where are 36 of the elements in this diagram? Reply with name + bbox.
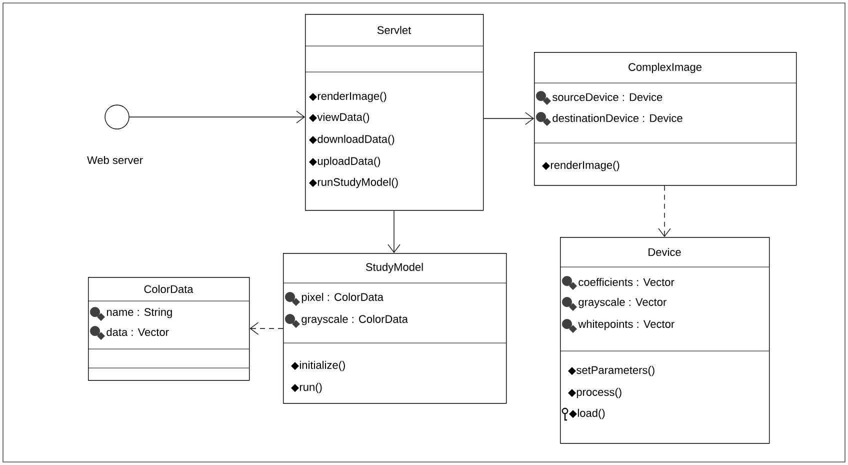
method-text: setParameters() xyxy=(576,366,654,376)
class-box xyxy=(304,14,484,211)
method-text: downloadData() xyxy=(318,134,394,146)
attribute-text: grayscale : Vector xyxy=(578,298,666,308)
arrow xyxy=(129,110,305,124)
class-name: StudyModel xyxy=(366,262,423,274)
class-box xyxy=(560,237,770,444)
method-text: renderImage() xyxy=(550,160,620,172)
attribute-text: whitepoints : Vector xyxy=(578,320,674,330)
method-text: process() xyxy=(576,388,622,398)
arrow xyxy=(388,210,400,253)
attribute-text: sourceDevice : Device xyxy=(552,92,662,102)
attribute-text: coefficients : Vector xyxy=(578,278,674,286)
method-text: renderImage() xyxy=(318,92,386,102)
arrow xyxy=(658,185,671,237)
method-text: viewData() xyxy=(317,112,370,124)
arrow xyxy=(483,112,534,125)
attribute-text: pixel : ColorData xyxy=(302,292,384,304)
attribute-text: destinationDevice : Device xyxy=(552,114,682,122)
method-text: runStudyModel() xyxy=(318,178,398,188)
attribute-text: grayscale : ColorData xyxy=(302,314,408,326)
attribute-text: name : String xyxy=(106,308,172,318)
class-box xyxy=(282,253,507,404)
class-name: ColorData xyxy=(144,284,194,294)
method-text: initialize() xyxy=(300,360,345,372)
class-name: Device xyxy=(648,248,681,256)
node-label: Web server xyxy=(87,156,143,164)
arrow xyxy=(250,322,284,335)
class-box xyxy=(88,276,250,381)
class-name: ComplexImage xyxy=(628,62,702,74)
method-text: run() xyxy=(300,382,322,394)
method-text: load() xyxy=(578,408,605,420)
class-name: Servlet xyxy=(377,26,412,34)
class-box xyxy=(534,52,797,186)
attribute-text: data : Vector xyxy=(106,328,169,336)
method-text: uploadData() xyxy=(318,156,380,168)
